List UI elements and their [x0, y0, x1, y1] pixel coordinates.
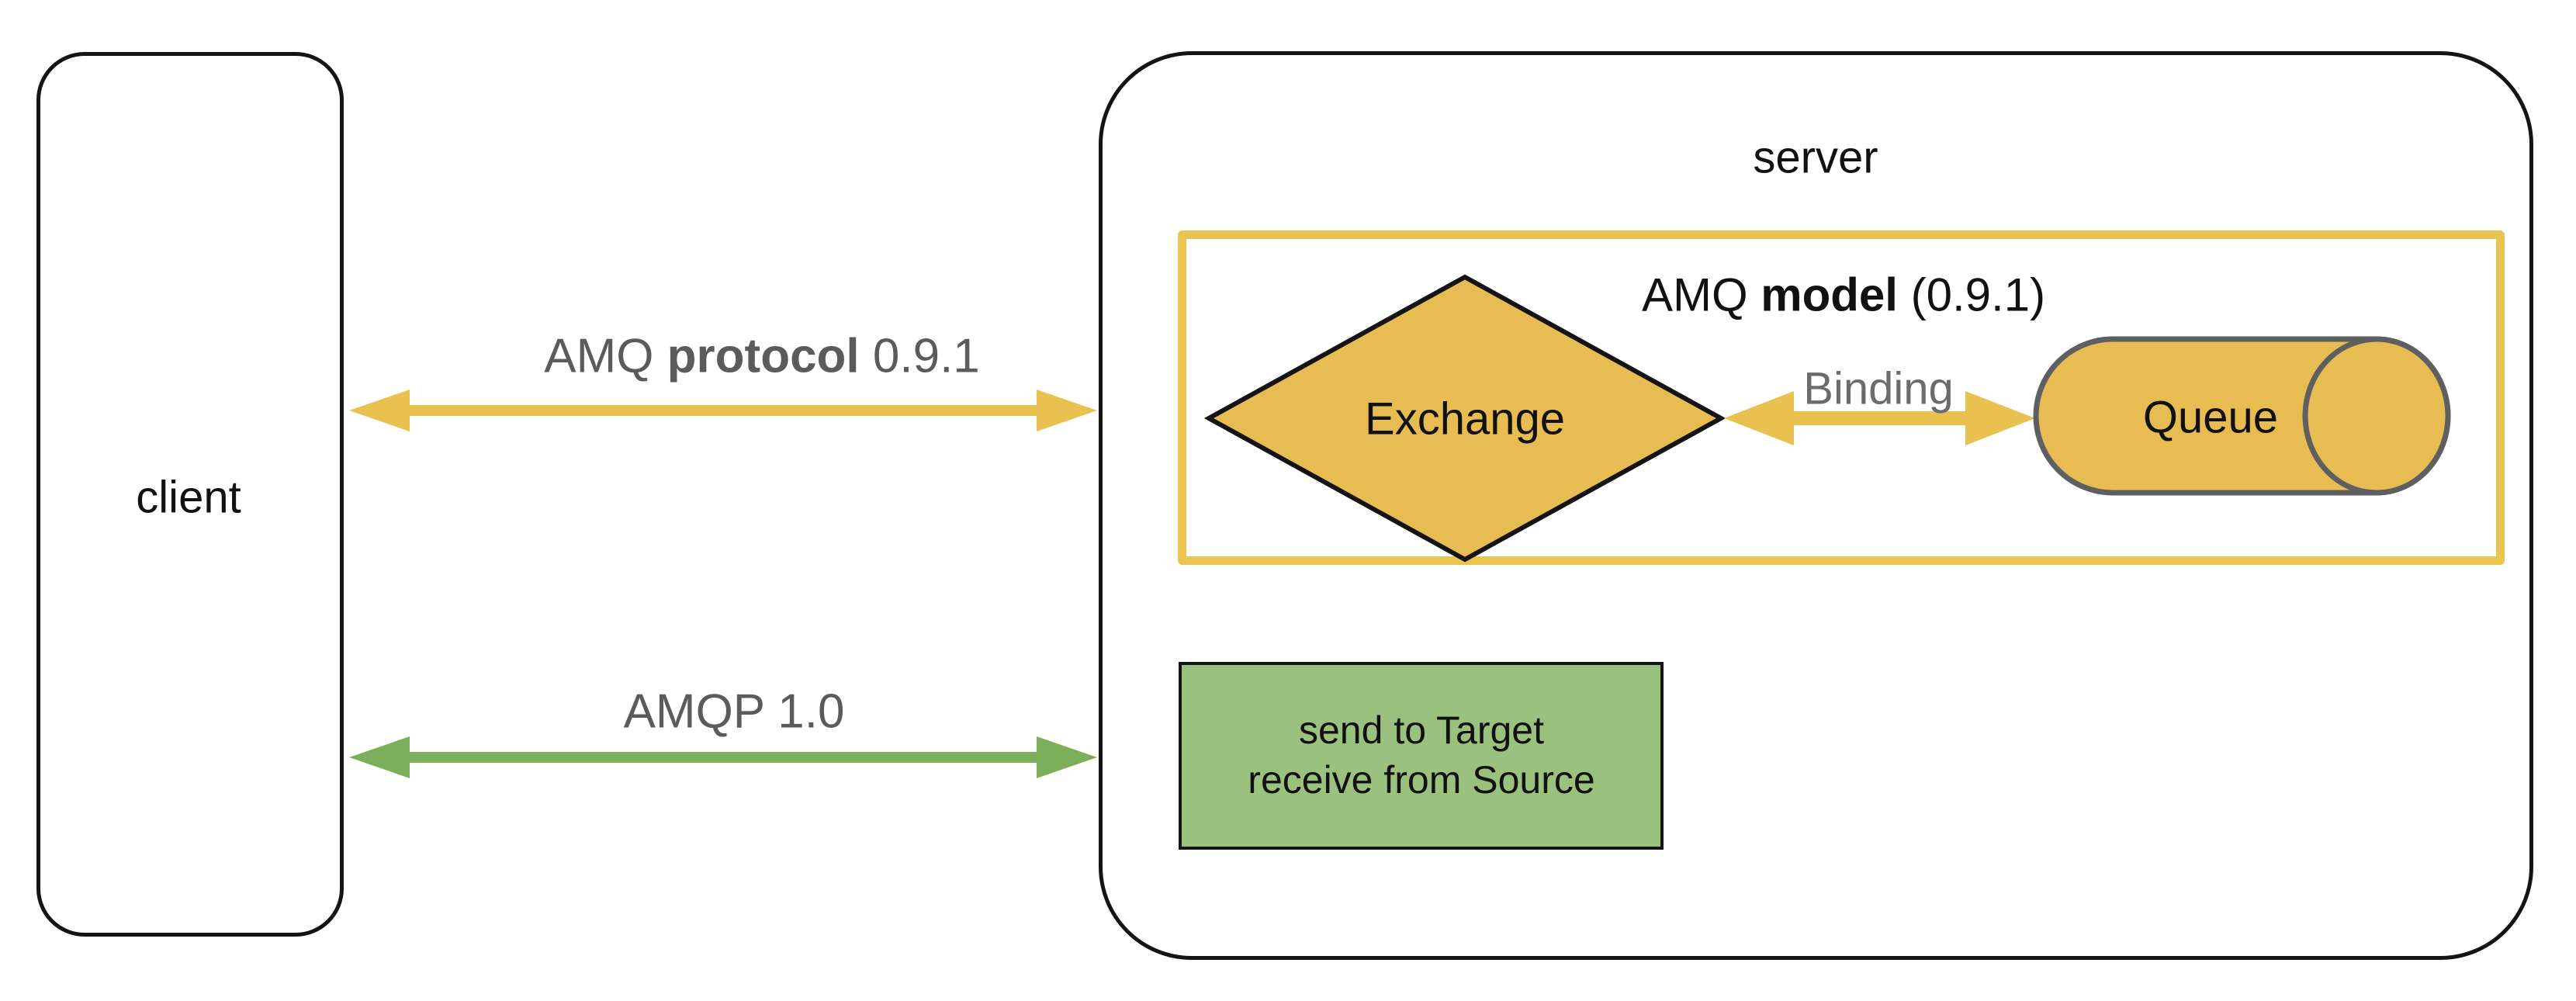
amqp-label: AMQP 1.0	[623, 684, 845, 739]
amq-model-title-suffix: (0.9.1)	[1897, 268, 2046, 321]
binding-arrow	[1724, 391, 2035, 445]
amq-protocol-label: AMQ protocol 0.9.1	[544, 329, 980, 384]
queue-cylinder-face	[2302, 336, 2451, 496]
amq-protocol-label-prefix: AMQ	[544, 329, 667, 383]
source-text: Source	[1472, 758, 1595, 802]
exchange-diamond	[1203, 274, 1726, 563]
send-receive-line2: receive from Source	[1248, 755, 1594, 805]
binding-label: Binding	[1803, 363, 1954, 414]
send-to-text: send to	[1299, 708, 1437, 752]
server-box	[1099, 51, 2533, 960]
exchange-label: Exchange	[1365, 393, 1565, 445]
amq-protocol-arrow	[349, 390, 1097, 431]
amq-model-title: AMQ model (0.9.1)	[1642, 268, 2045, 322]
server-label: server	[1753, 132, 1878, 183]
amq-protocol-label-bold: protocol	[667, 329, 860, 383]
receive-from-text: receive from	[1248, 758, 1473, 802]
target-text: Target	[1436, 708, 1544, 752]
amq-model-title-bold: model	[1761, 268, 1898, 321]
send-receive-text: send to Target receive from Source	[1248, 705, 1594, 805]
queue-label: Queue	[2142, 392, 2279, 443]
amq-protocol-label-suffix: 0.9.1	[859, 329, 980, 383]
amq-model-box	[1178, 230, 2505, 565]
send-receive-line1: send to Target	[1248, 705, 1594, 755]
amq-model-title-prefix: AMQ	[1641, 268, 1761, 321]
client-label: client	[136, 472, 241, 523]
client-box	[36, 52, 344, 937]
send-receive-box	[1179, 662, 1664, 850]
amqp-arrow	[349, 736, 1097, 778]
